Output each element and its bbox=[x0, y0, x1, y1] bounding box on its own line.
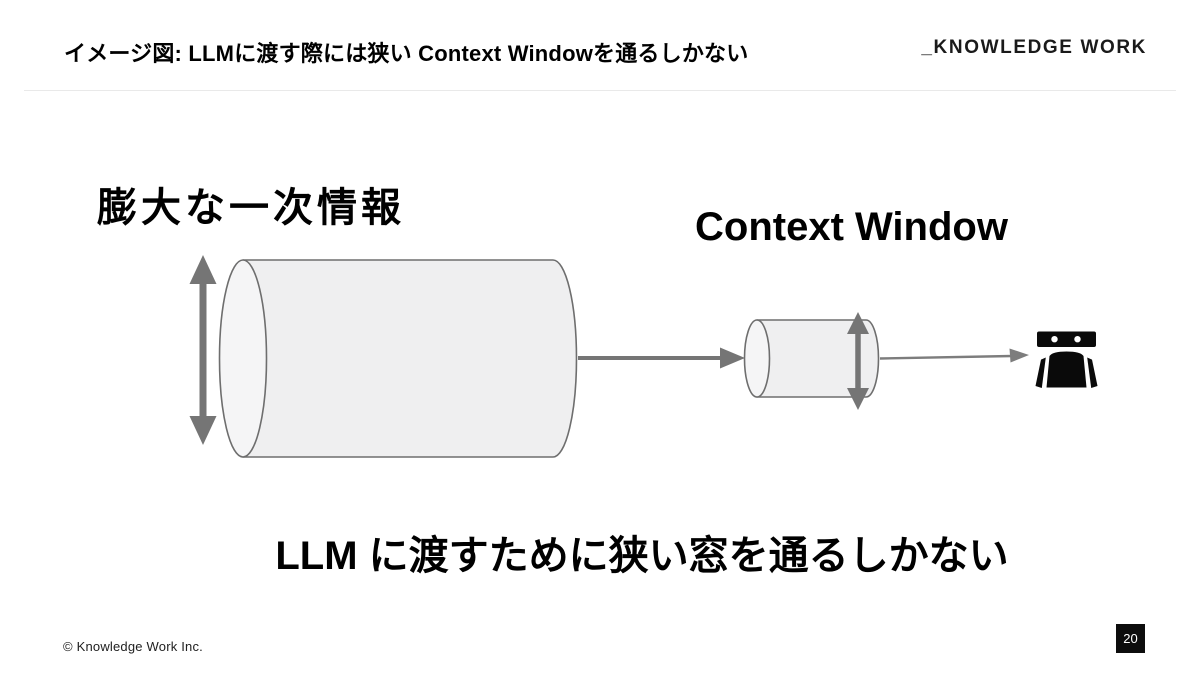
large-cylinder bbox=[218, 259, 578, 458]
small-cylinder bbox=[743, 319, 880, 398]
header-divider bbox=[24, 90, 1176, 91]
knowledge-work-logo: _KNOWLEDGE WORK bbox=[921, 37, 1147, 58]
context-window-label: Context Window bbox=[695, 205, 1008, 249]
copyright-text: © Knowledge Work Inc. bbox=[63, 639, 203, 654]
page-title: イメージ図: LLMに渡す際には狭い Context Windowを通るしかない bbox=[64, 41, 749, 66]
primary-info-label: 膨大な一次情報 bbox=[97, 186, 405, 230]
large-height-double-arrow-icon bbox=[189, 255, 217, 445]
page-number-badge: 20 bbox=[1116, 624, 1145, 653]
flow-arrow-2-icon bbox=[879, 348, 1029, 363]
flow-arrow-1-icon bbox=[578, 347, 745, 369]
robot-icon bbox=[1035, 331, 1098, 388]
small-height-double-arrow-icon bbox=[847, 312, 869, 410]
caption-text: LLM に渡すために狭い窓を通るしかない bbox=[275, 534, 1009, 578]
